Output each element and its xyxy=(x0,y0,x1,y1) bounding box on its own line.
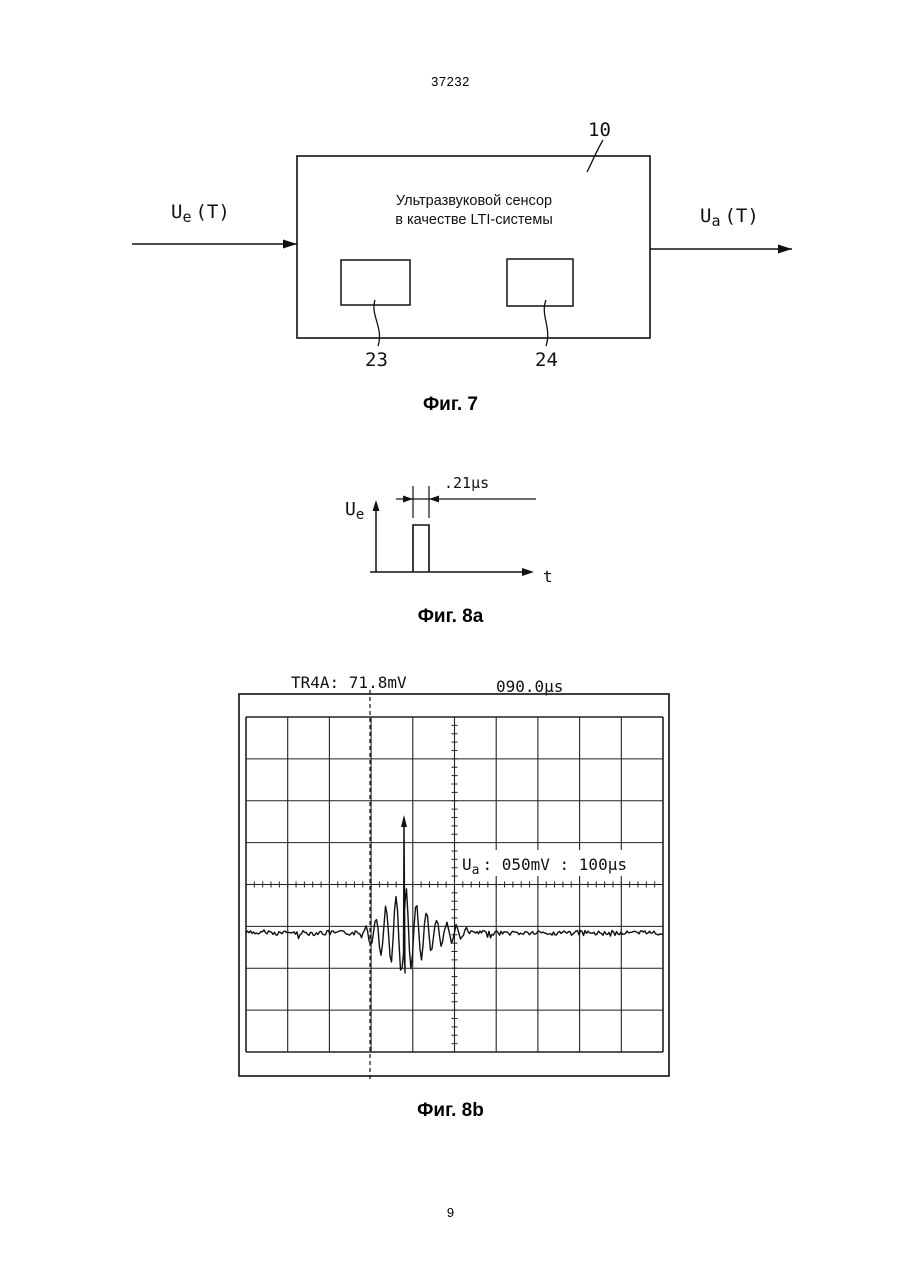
x-axis-label: t xyxy=(543,567,553,586)
pulse-width-label: .21µs xyxy=(444,474,489,492)
page-number: 9 xyxy=(0,1205,901,1220)
component-23-box xyxy=(341,260,410,305)
y-axis-arrow xyxy=(373,500,380,511)
component-24-box xyxy=(507,259,573,306)
dimension-arrow-right xyxy=(429,496,439,503)
lti-system-box xyxy=(297,156,650,338)
input-signal-label: Ue(T) xyxy=(171,201,230,226)
input-arrow-head xyxy=(283,240,297,249)
peak-arrow xyxy=(401,815,407,827)
y-axis-label: Ue xyxy=(345,499,364,523)
pulse-shape xyxy=(413,525,429,572)
figure-8a-caption: Фиг. 8a xyxy=(0,606,901,628)
output-arrow-head xyxy=(778,245,792,254)
figure-8a-diagram: .21µs Ue t xyxy=(0,460,901,600)
figure-7-diagram: Ультразвуковой сенсор в качестве LTI-сис… xyxy=(0,0,901,420)
box-label-line1: Ультразвуковой сенсор xyxy=(396,193,552,209)
ref-label-10: 10 xyxy=(588,119,611,141)
trigger-readout: TR4A: 71.8mV xyxy=(291,673,407,692)
leader-line-24 xyxy=(544,300,547,346)
output-signal-label: Ua(T) xyxy=(700,205,759,230)
leader-line-23 xyxy=(374,300,380,346)
x-axis-arrow xyxy=(522,568,534,576)
figure-8b-caption: Фиг. 8b xyxy=(0,1100,901,1122)
ref-label-24: 24 xyxy=(535,349,558,371)
figure-7-caption: Фиг. 7 xyxy=(0,394,901,416)
dimension-arrow-left xyxy=(403,496,413,503)
figure-8b-oscillogram: TR4A: 71.8mV 090.0µs Ua: 050mV : 100µs xyxy=(0,660,901,1100)
ref-label-23: 23 xyxy=(365,349,388,371)
time-readout: 090.0µs xyxy=(496,677,563,696)
box-label-line2: в качестве LTI-системы xyxy=(395,212,553,228)
